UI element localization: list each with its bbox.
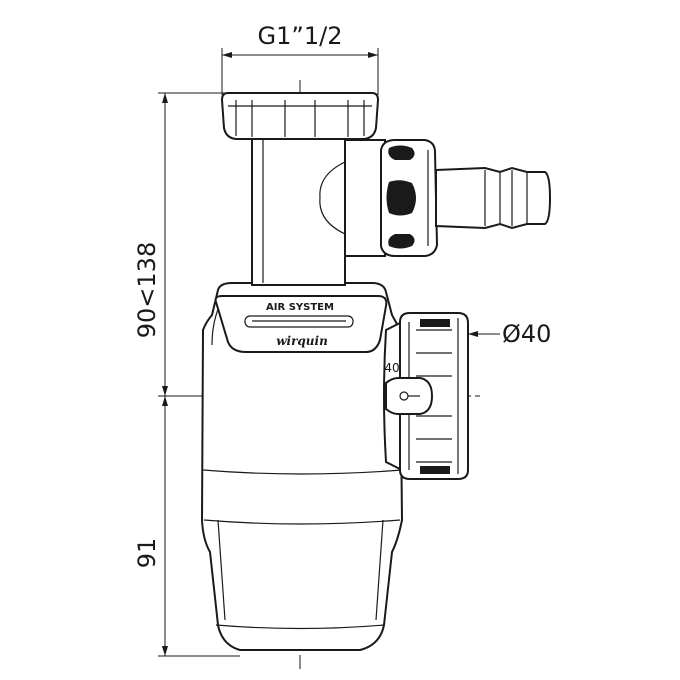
siphon-bowl bbox=[200, 282, 404, 651]
outlet-size-marking: 40 bbox=[384, 361, 399, 375]
top-nut bbox=[220, 92, 380, 140]
lower-height-dimension: 91 bbox=[133, 396, 240, 657]
top-thread-dimension: G1”1/2 bbox=[221, 22, 379, 95]
side-connector bbox=[319, 139, 552, 257]
top-thread-label: G1”1/2 bbox=[258, 22, 343, 50]
vertical-tube bbox=[251, 132, 346, 286]
logo-badge: AIR SYSTEM wirquin bbox=[214, 295, 388, 353]
main-outlet-nut: 40 bbox=[383, 312, 469, 480]
logo-bottom-text: wirquin bbox=[276, 334, 328, 348]
logo-top-text: AIR SYSTEM bbox=[266, 302, 334, 313]
height-range-label: 90<138 bbox=[133, 242, 161, 338]
height-dimension: 90<138 bbox=[133, 92, 235, 397]
outlet-diameter-label: Ø40 bbox=[502, 320, 551, 348]
lower-height-label: 91 bbox=[133, 538, 161, 569]
outlet-diameter-dimension: Ø40 bbox=[468, 320, 551, 348]
